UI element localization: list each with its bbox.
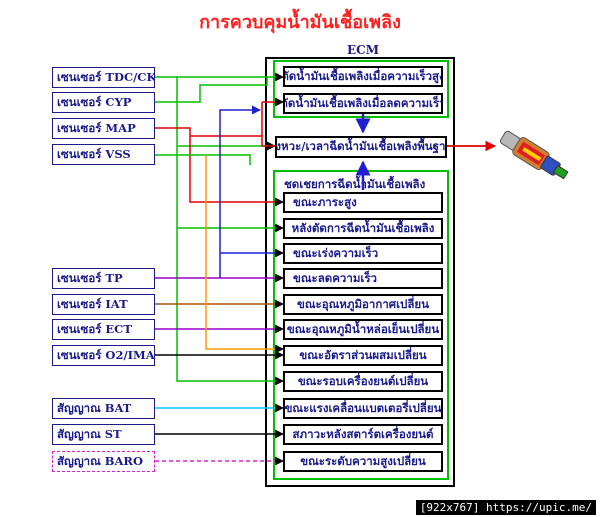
watermark: [922x767] https://upic.me/ (415, 500, 596, 515)
signal-st: สัญญาณ ST (52, 424, 155, 445)
sensor-tdc-ckp: เซนเซอร์ TDC/CKP (52, 67, 155, 88)
line-cyp (155, 77, 268, 103)
line-vss (155, 154, 251, 165)
signal-bat: สัญญาณ BAT (52, 398, 155, 419)
sensor-vss: เซนเซอร์ VSS (52, 144, 155, 165)
sensor-map: เซนเซอร์ MAP (52, 118, 155, 139)
function-decel-cut: ตัดน้ำมันเชื้อเพลิงเมื่อลดความเร็ว (283, 93, 443, 114)
line-map (155, 127, 284, 207)
comp-engine-speed: ขณะรอบเครื่องยนต์เปลี่ยน (283, 371, 443, 392)
fuel-injector-illustration (499, 130, 569, 180)
function-base-injection: จังหวะ/เวลาฉีดน้ำมันเชื้อเพลิงพื้นฐาน (275, 136, 447, 158)
sensor-cyp: เซนเซอร์ CYP (52, 92, 155, 113)
comp-accel: ขณะเร่งความเร็ว (283, 243, 443, 264)
sensor-tp: เซนเซอร์ TP (52, 268, 155, 289)
signal-baro: สัญญาณ BARO (52, 451, 155, 472)
comp-air-temp: ขณะอุณหภูมิอากาศเปลี่ยน (283, 294, 443, 315)
sensor-ect: เซนเซอร์ ECT (52, 319, 155, 340)
ecm-block (265, 57, 455, 487)
sensor-iat: เซนเซอร์ IAT (52, 294, 155, 315)
comp-battery-voltage: ขณะแรงเคลื่อนแบตเตอรี่เปลี่ยน (283, 398, 443, 419)
comp-after-cut: หลังตัดการฉีดน้ำมันเชื้อเพลิง (283, 218, 443, 239)
comp-coolant-temp: ขณะอุณหภูมิน้ำหล่อเย็นเปลี่ยน (283, 319, 443, 340)
comp-high-load: ขณะภาระสูง (283, 192, 443, 213)
cutoff-group (273, 60, 449, 118)
compensation-group-title: ชดเชยการฉีดน้ำมันเชื้อเพลิง (284, 177, 426, 191)
diagram-title: การควบคุมน้ำมันเชื้อเพลิง (199, 12, 401, 33)
sensor-o2-ima: เซนเซอร์ O2/IMA (52, 345, 155, 366)
ecm-label: ECM (347, 43, 379, 57)
comp-altitude: ขณะระดับความสูงเปลี่ยน (283, 451, 443, 472)
comp-mixture-ratio: ขณะอัตราส่วนผสมเปลี่ยน (283, 345, 443, 366)
function-high-speed-cut: ตัดน้ำมันเชื้อเพลิงเมื่อความเร็วสูง (283, 66, 443, 87)
comp-decel: ขณะลดความเร็ว (283, 268, 443, 289)
comp-after-start: สภาวะหลังสตาร์ตเครื่องยนต์ (283, 424, 443, 445)
